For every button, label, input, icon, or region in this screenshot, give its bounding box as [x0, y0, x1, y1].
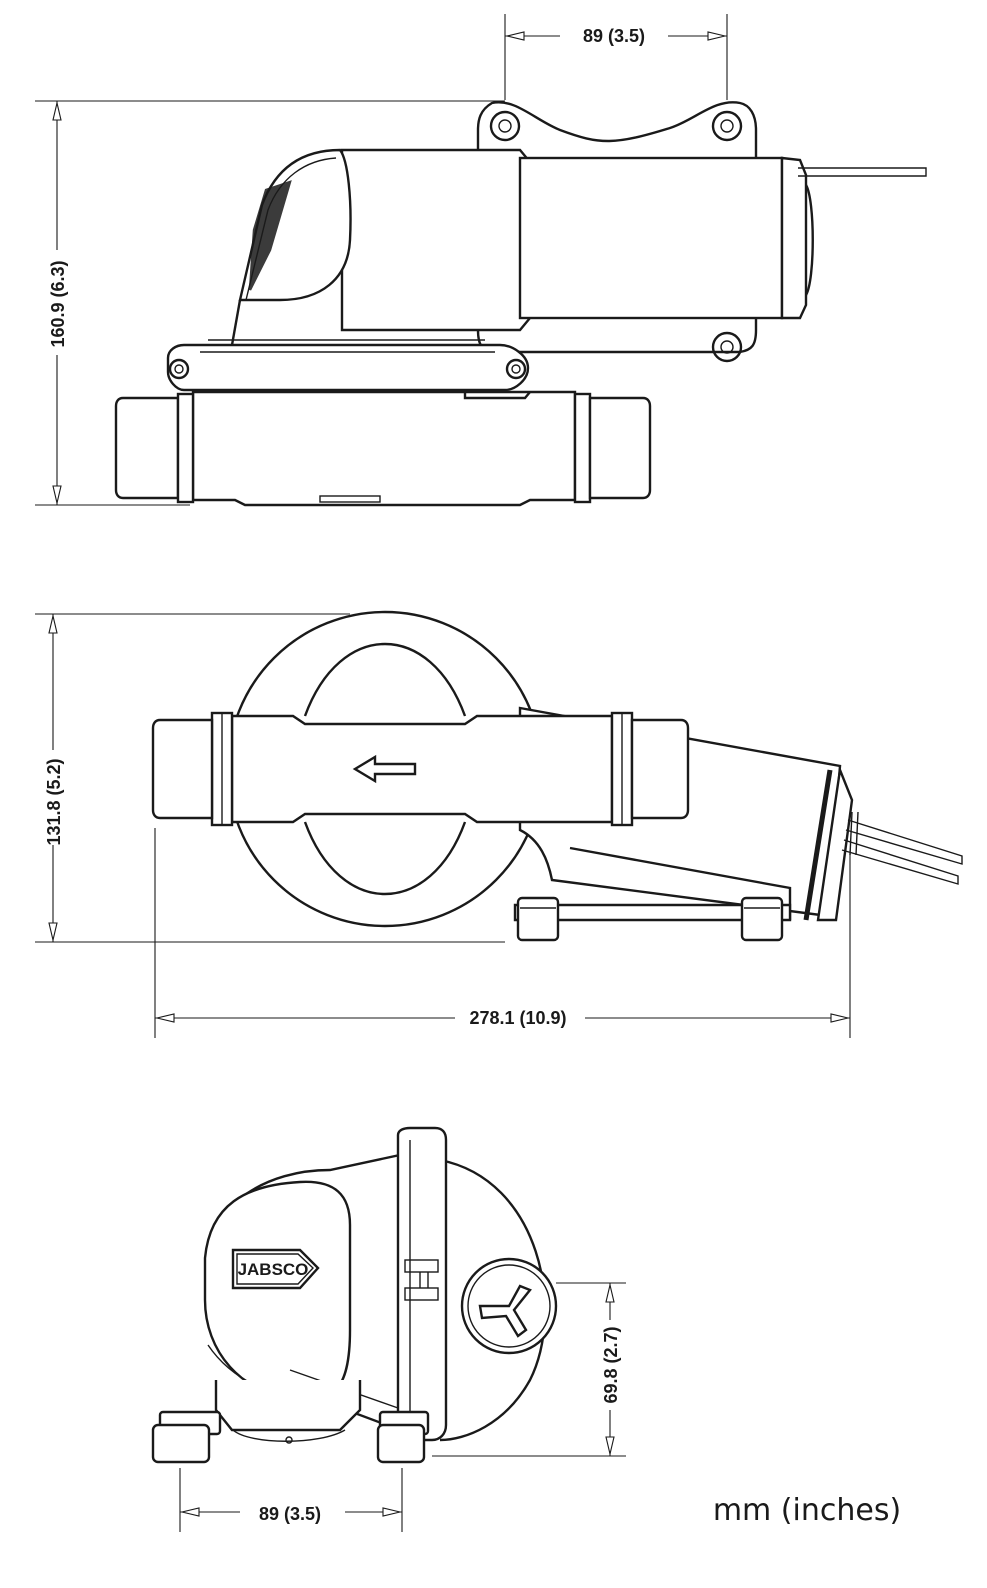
end-view [151, 1126, 626, 1532]
brand-label: JABSCO [238, 1260, 309, 1279]
units-label: mm (inches) [713, 1493, 901, 1528]
end-view-port-height-label: 69.8 (2.7) [601, 1326, 621, 1403]
top-view-height-label: 160.9 (6.3) [48, 260, 68, 347]
side-view-height-label: 131.8 (5.2) [44, 758, 64, 845]
end-view-width-label: 89 (3.5) [259, 1504, 321, 1524]
top-view [35, 14, 927, 507]
side-view [35, 610, 963, 1038]
side-view-length-label: 278.1 (10.9) [469, 1008, 566, 1028]
jabsco-logo [231, 1248, 320, 1290]
top-view-width-label: 89 (3.5) [583, 26, 645, 46]
